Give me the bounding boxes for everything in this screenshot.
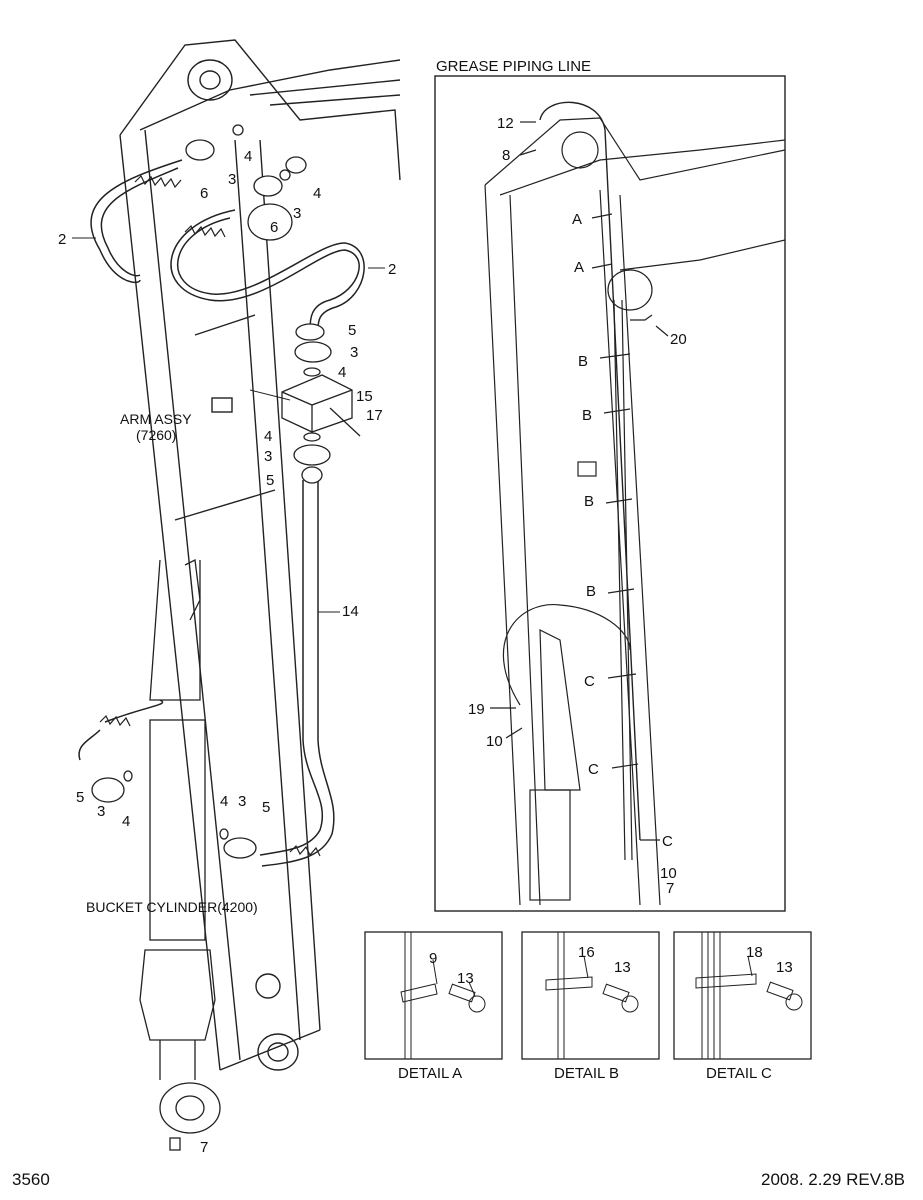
callout: 12 xyxy=(497,115,514,132)
detail-a-title: DETAIL A xyxy=(398,1065,462,1082)
bucket-cylinder xyxy=(139,559,221,1151)
callout: 6 xyxy=(200,185,208,202)
revision-stamp: 2008. 2.29 REV.8B xyxy=(761,1170,905,1189)
callout: B xyxy=(584,493,594,510)
detail-b: 16 13 xyxy=(521,931,660,1060)
arm-structure xyxy=(119,39,401,1071)
callout: 7 xyxy=(666,880,674,897)
callout: 4 xyxy=(220,793,228,810)
callout: 4 xyxy=(244,148,252,165)
hose-2-right xyxy=(170,209,360,331)
callout: 2 xyxy=(58,231,66,248)
grease-panel-title: GREASE PIPING LINE xyxy=(436,58,591,75)
detail-a-clamp-no: 9 xyxy=(429,950,437,967)
callout: 14 xyxy=(342,603,359,620)
detail-b-title: DETAIL B xyxy=(554,1065,619,1082)
detail-a-bolt-no: 13 xyxy=(457,970,474,987)
detail-c-clamp-no: 18 xyxy=(746,944,763,961)
detail-a: 9 13 xyxy=(364,931,503,1060)
detail-c-bolt-no: 13 xyxy=(776,959,793,976)
callout: C xyxy=(588,761,599,778)
bucket-cylinder-label: BUCKET CYLINDER(4200) xyxy=(86,899,258,915)
callout: 10 xyxy=(660,865,677,882)
callout: 4 xyxy=(264,428,272,445)
page-number: 3560 xyxy=(12,1170,50,1189)
detail-c: 18 13 xyxy=(673,931,812,1060)
grease-arm-drawing xyxy=(484,101,786,906)
callouts-main: 2 2 3 3 4 4 6 6 5 3 4 15 17 4 3 5 14 5 3… xyxy=(58,148,396,1156)
callout: B xyxy=(578,353,588,370)
callout: 7 xyxy=(200,1139,208,1156)
detail-b-bolt-no: 13 xyxy=(614,959,631,976)
hose-14 xyxy=(259,480,324,856)
callouts-grease: 12 8 A A 20 B B B B C C C 19 10 10 7 xyxy=(468,115,687,897)
callout: 15 xyxy=(356,388,373,405)
callout: 8 xyxy=(502,147,510,164)
callout: B xyxy=(586,583,596,600)
arm-assy-code: (7260) xyxy=(136,427,176,443)
callout: 2 xyxy=(388,261,396,278)
callout: 3 xyxy=(228,171,236,188)
callout: C xyxy=(584,673,595,690)
callout: 5 xyxy=(262,799,270,816)
grease-clamps xyxy=(490,121,669,841)
callout: 6 xyxy=(270,219,278,236)
callout: 4 xyxy=(313,185,321,202)
callout: A xyxy=(572,211,582,228)
callout: 20 xyxy=(670,331,687,348)
callout: C xyxy=(662,833,673,850)
leader-lines-main xyxy=(72,237,385,613)
callout: 3 xyxy=(238,793,246,810)
spring-guards xyxy=(99,174,321,857)
callout: 19 xyxy=(468,701,485,718)
hoses xyxy=(78,159,365,867)
callout: 3 xyxy=(293,205,301,222)
callout: 4 xyxy=(338,364,346,381)
callout: A xyxy=(574,259,584,276)
callout: 17 xyxy=(366,407,383,424)
callout: 5 xyxy=(76,789,84,806)
callout: 10 xyxy=(486,733,503,750)
callout: 3 xyxy=(97,803,105,820)
arm-assy-label: ARM ASSY xyxy=(120,411,192,427)
fittings xyxy=(91,124,361,859)
callout: 3 xyxy=(264,448,272,465)
grease-panel-frame xyxy=(434,75,786,912)
callout: 5 xyxy=(348,322,356,339)
callout: 5 xyxy=(266,472,274,489)
hose-2-left xyxy=(90,159,183,284)
callout: B xyxy=(582,407,592,424)
detail-b-clamp-no: 16 xyxy=(578,944,595,961)
detail-c-title: DETAIL C xyxy=(706,1065,772,1082)
callout: 3 xyxy=(350,344,358,361)
callout: 4 xyxy=(122,813,130,830)
